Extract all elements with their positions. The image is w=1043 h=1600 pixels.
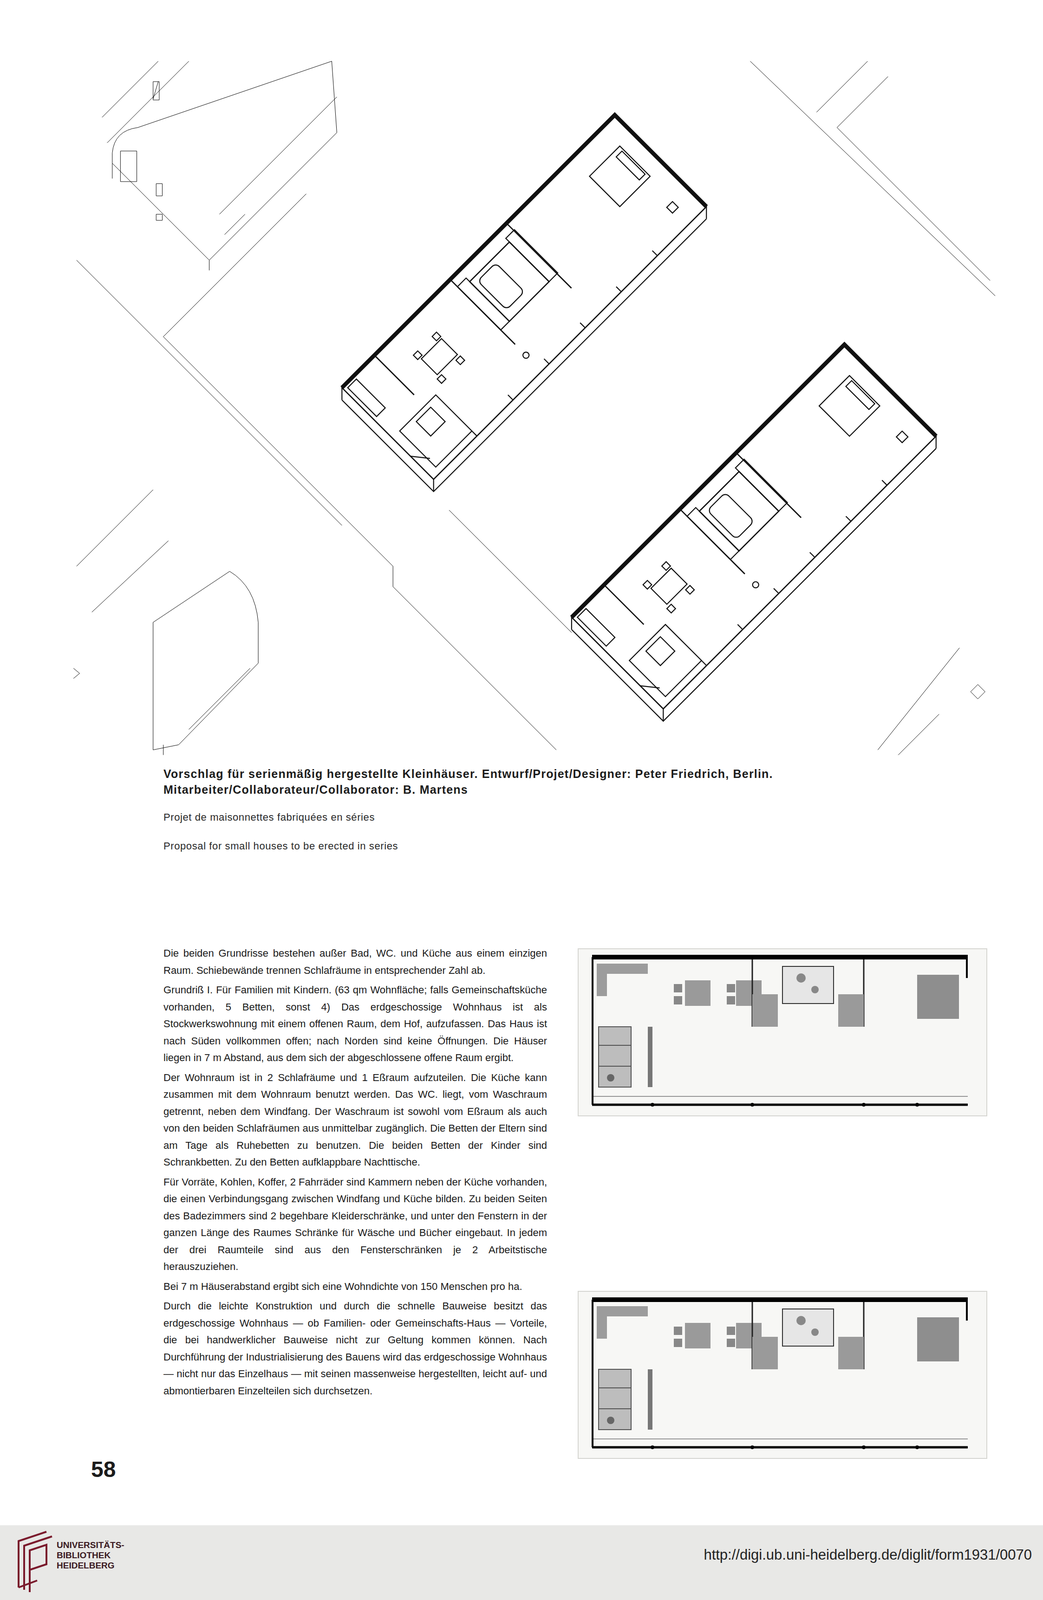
library-name: UNIVERSITÄTS- BIBLIOTHEK HEIDELBERG — [56, 1540, 145, 1572]
floor-plan — [578, 1291, 987, 1460]
library-logo — [18, 1581, 38, 1589]
site-axonometric — [224, 214, 246, 235]
site-axonometric — [156, 214, 163, 221]
site-axonometric — [153, 571, 259, 751]
page-number: 58 — [91, 1458, 147, 1483]
body-paragraph: Die beiden Grundrisse bestehen außer Bad… — [163, 945, 548, 980]
source-url: http://digi.ub.uni-heidelberg.de/diglit/… — [557, 1547, 1032, 1565]
site-axonometric — [102, 61, 159, 118]
footer-band — [0, 1525, 1043, 1600]
body-paragraph: Grundriß I. Für Familien mit Kindern. (6… — [163, 982, 548, 1068]
site-axonometric — [76, 489, 154, 567]
site-axonometric — [120, 150, 137, 182]
site-axonometric — [898, 714, 939, 756]
floor-plan — [578, 949, 987, 1117]
site-axonometric — [111, 163, 113, 179]
house-axonometric — [565, 344, 943, 722]
figure-caption: Proposal for small houses to be erected … — [163, 839, 861, 854]
site-axonometric — [153, 81, 160, 101]
site-axonometric — [392, 566, 394, 587]
site-axonometric — [76, 260, 342, 526]
site-axonometric — [816, 61, 868, 113]
site-axonometric — [162, 745, 164, 756]
library-logo — [18, 1532, 53, 1593]
site-axonometric — [112, 61, 338, 261]
body-paragraph: Der Wohnraum ist in 2 Schlafräume und 1 … — [163, 1069, 548, 1172]
site-axonometric — [970, 684, 985, 700]
body-text: Die beiden Grundrisse bestehen außer Bad… — [163, 945, 548, 1403]
site-axonometric — [153, 81, 159, 99]
site-axonometric — [449, 510, 572, 633]
site-axonometric — [219, 97, 338, 215]
site-axonometric — [750, 61, 996, 297]
site-axonometric — [73, 61, 996, 756]
body-paragraph: Für Vorräte, Kohlen, Koffer, 2 Fahrräder… — [163, 1174, 548, 1277]
body-paragraph: Durch die leichte Konstruktion und durch… — [163, 1298, 548, 1401]
site-axonometric — [156, 183, 163, 196]
site-axonometric — [836, 127, 991, 281]
body-paragraph: Bei 7 m Häuserabstand ergibt sich eine W… — [163, 1278, 548, 1297]
site-axonometric — [208, 260, 210, 271]
library-logo — [29, 1545, 47, 1593]
figure-title: Vorschlag für serienmäßig hergestellte K… — [163, 766, 991, 798]
house-axonometric — [335, 115, 713, 492]
site-axonometric — [91, 541, 169, 613]
figure-caption: Projet de maisonnettes fabriquées en sér… — [163, 810, 861, 825]
site-axonometric — [73, 668, 80, 679]
site-axonometric — [189, 668, 251, 731]
site-axonometric — [392, 586, 557, 751]
library-logo — [24, 1537, 53, 1591]
